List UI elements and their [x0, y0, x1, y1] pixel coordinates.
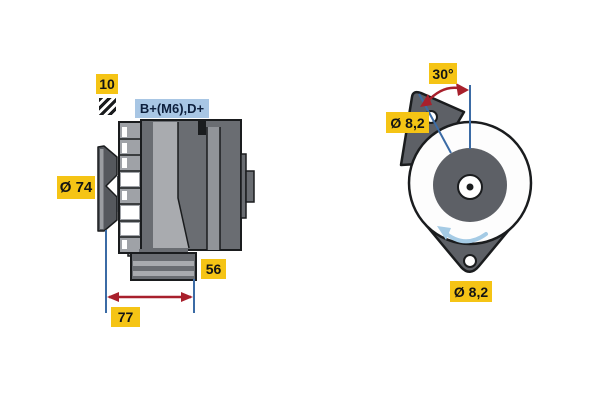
fan-slit — [122, 127, 127, 137]
foot-band — [133, 261, 194, 266]
fan-slit — [122, 191, 127, 200]
rotation-arrow-icon — [437, 226, 488, 244]
mounting-ear-top — [399, 90, 466, 167]
label-foot-width: 56 — [201, 259, 226, 279]
fan-slit — [122, 240, 127, 249]
dimension-arrow-77 — [107, 292, 193, 302]
angle-arc-arrow — [420, 83, 469, 107]
housing-front-band — [153, 122, 189, 248]
fan-slit — [122, 158, 127, 168]
arrowhead-left — [107, 292, 119, 302]
mounting-foot — [130, 249, 197, 281]
rotation-arrowhead — [437, 226, 451, 240]
fan-slot — [121, 206, 139, 219]
end-view — [399, 83, 533, 273]
side-view — [97, 119, 255, 313]
housing-edge — [177, 122, 190, 249]
arrowhead-right — [181, 292, 193, 302]
label-belt-width: 10 — [96, 74, 118, 94]
pulley — [97, 145, 121, 232]
terminal-stub-inner — [245, 170, 255, 203]
mounting-hole-bottom — [463, 254, 477, 268]
label-hole-bottom-diameter: Ø 8,2 — [450, 281, 492, 302]
fan — [118, 121, 142, 254]
housing-notch — [198, 121, 206, 135]
arrowhead-right — [456, 83, 469, 96]
label-pulley-diameter: Ø 74 — [57, 176, 95, 199]
label-mounting-length: 77 — [111, 307, 140, 327]
arrowhead-left — [420, 94, 432, 107]
label-terminals: B+(M6),D+ — [135, 99, 209, 118]
fan-slot — [121, 173, 139, 186]
label-hole-top-diameter: Ø 8,2 — [386, 112, 429, 133]
pulley-highlight — [100, 149, 104, 229]
foot-band — [133, 271, 194, 276]
fan-slot — [121, 223, 139, 235]
stator-band — [207, 127, 220, 250]
housing — [140, 119, 242, 251]
hatch-icon — [99, 98, 116, 115]
fan-slit — [122, 143, 127, 153]
shaft-center — [466, 183, 474, 191]
label-mounting-angle: 30° — [429, 63, 457, 84]
